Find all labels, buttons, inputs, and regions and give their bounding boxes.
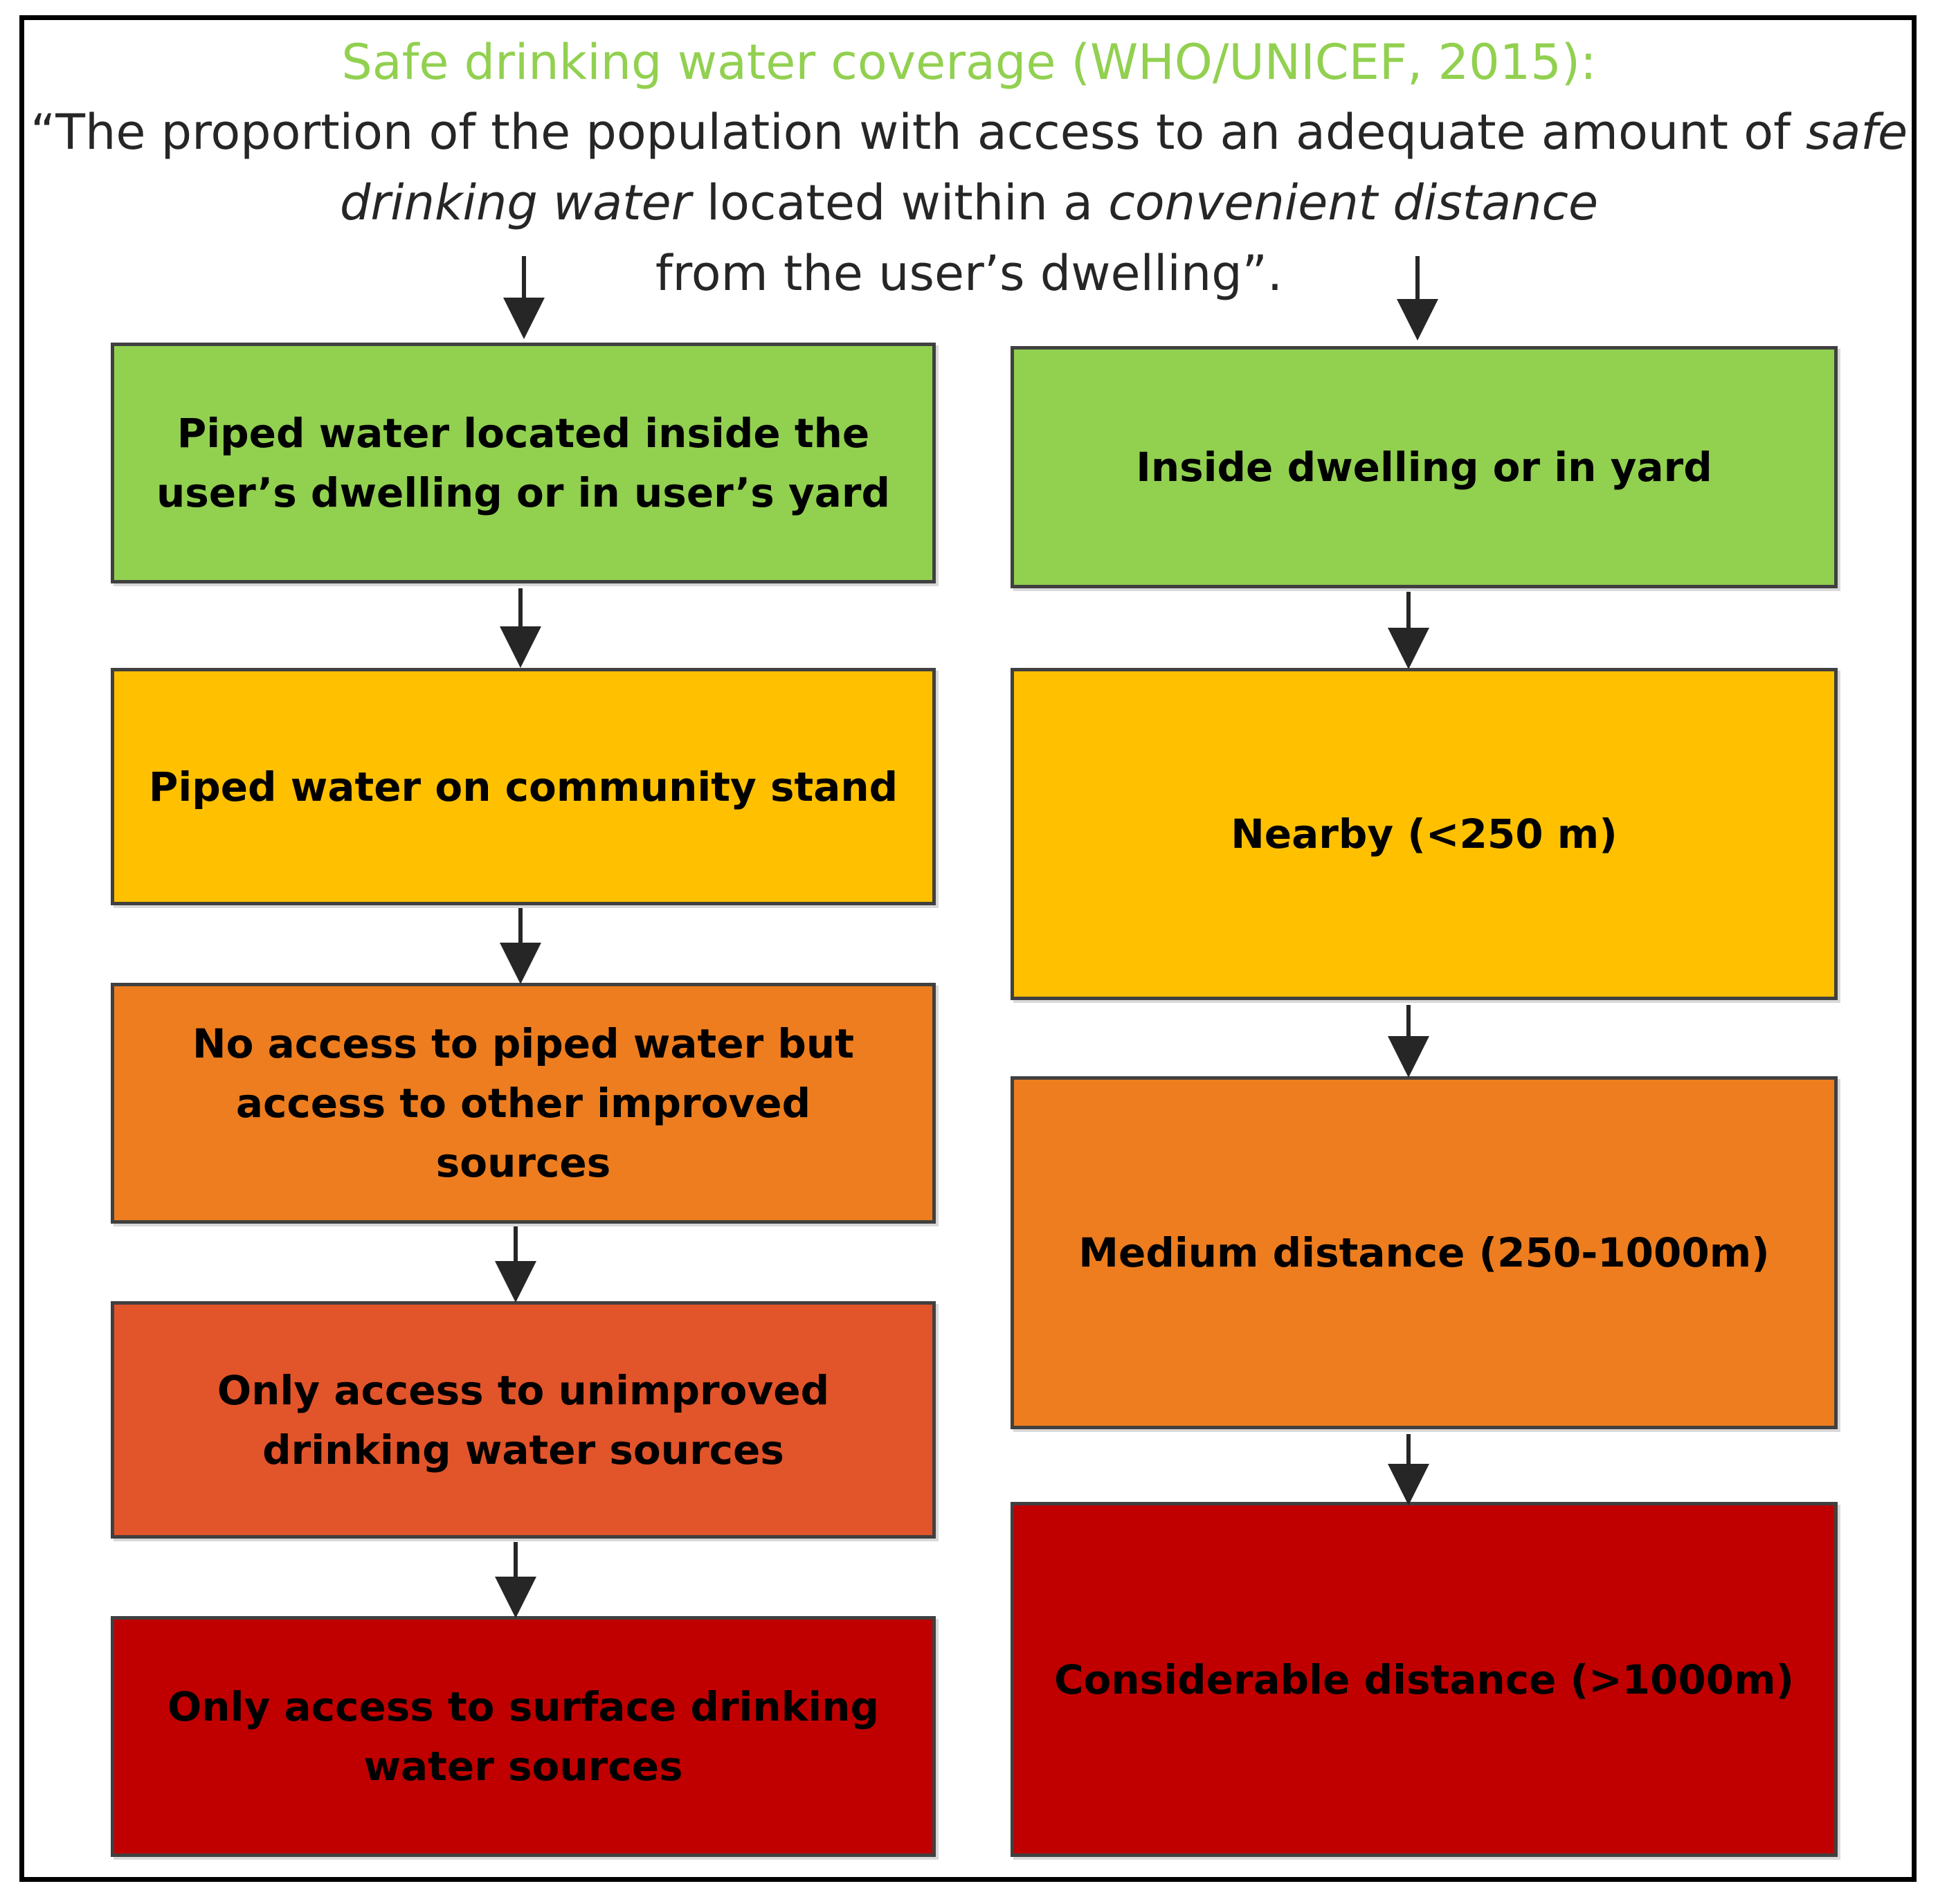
definition-emphasis-distance: convenient distance bbox=[1108, 174, 1599, 231]
right-box-label: Medium distance (250-1000m) bbox=[1078, 1229, 1770, 1276]
definition-part-2: located within a bbox=[691, 174, 1109, 231]
definition-part-3: from the user’s dwelling”. bbox=[655, 245, 1283, 302]
left-box-other-improved: No access to piped water but access to o… bbox=[111, 983, 936, 1224]
right-box-considerable-distance: Considerable distance (>1000m) bbox=[1011, 1502, 1838, 1857]
left-box-community-stand: Piped water on community stand bbox=[111, 668, 936, 905]
definition-part-1: “The proportion of the population with a… bbox=[30, 104, 1806, 161]
left-box-label: No access to piped water but access to o… bbox=[192, 1020, 854, 1186]
diagram-title: Safe drinking water coverage (WHO/UNICEF… bbox=[341, 34, 1597, 91]
diagram-frame bbox=[19, 15, 1917, 1882]
right-box-label: Inside dwelling or in yard bbox=[1136, 444, 1712, 491]
definition-emphasis-safe-water: safe drinking water bbox=[339, 104, 1908, 231]
definition-text: “The proportion of the population with a… bbox=[28, 97, 1910, 309]
left-box-label: Only access to unimproved drinking water… bbox=[217, 1366, 830, 1474]
right-box-medium-distance: Medium distance (250-1000m) bbox=[1011, 1076, 1838, 1429]
left-box-label: Piped water located inside the user’s dw… bbox=[156, 410, 891, 516]
right-box-label: Considerable distance (>1000m) bbox=[1053, 1656, 1795, 1703]
right-box-label: Nearby (<250 m) bbox=[1231, 810, 1618, 858]
left-box-piped-inside: Piped water located inside the user’s dw… bbox=[111, 343, 936, 583]
left-box-unimproved: Only access to unimproved drinking water… bbox=[111, 1301, 936, 1539]
left-box-label: Only access to surface drinking water so… bbox=[167, 1683, 879, 1790]
right-box-inside-dwelling: Inside dwelling or in yard bbox=[1011, 346, 1838, 588]
left-box-label: Piped water on community stand bbox=[148, 763, 898, 810]
left-box-surface-water: Only access to surface drinking water so… bbox=[111, 1616, 936, 1857]
right-box-nearby: Nearby (<250 m) bbox=[1011, 668, 1838, 1000]
